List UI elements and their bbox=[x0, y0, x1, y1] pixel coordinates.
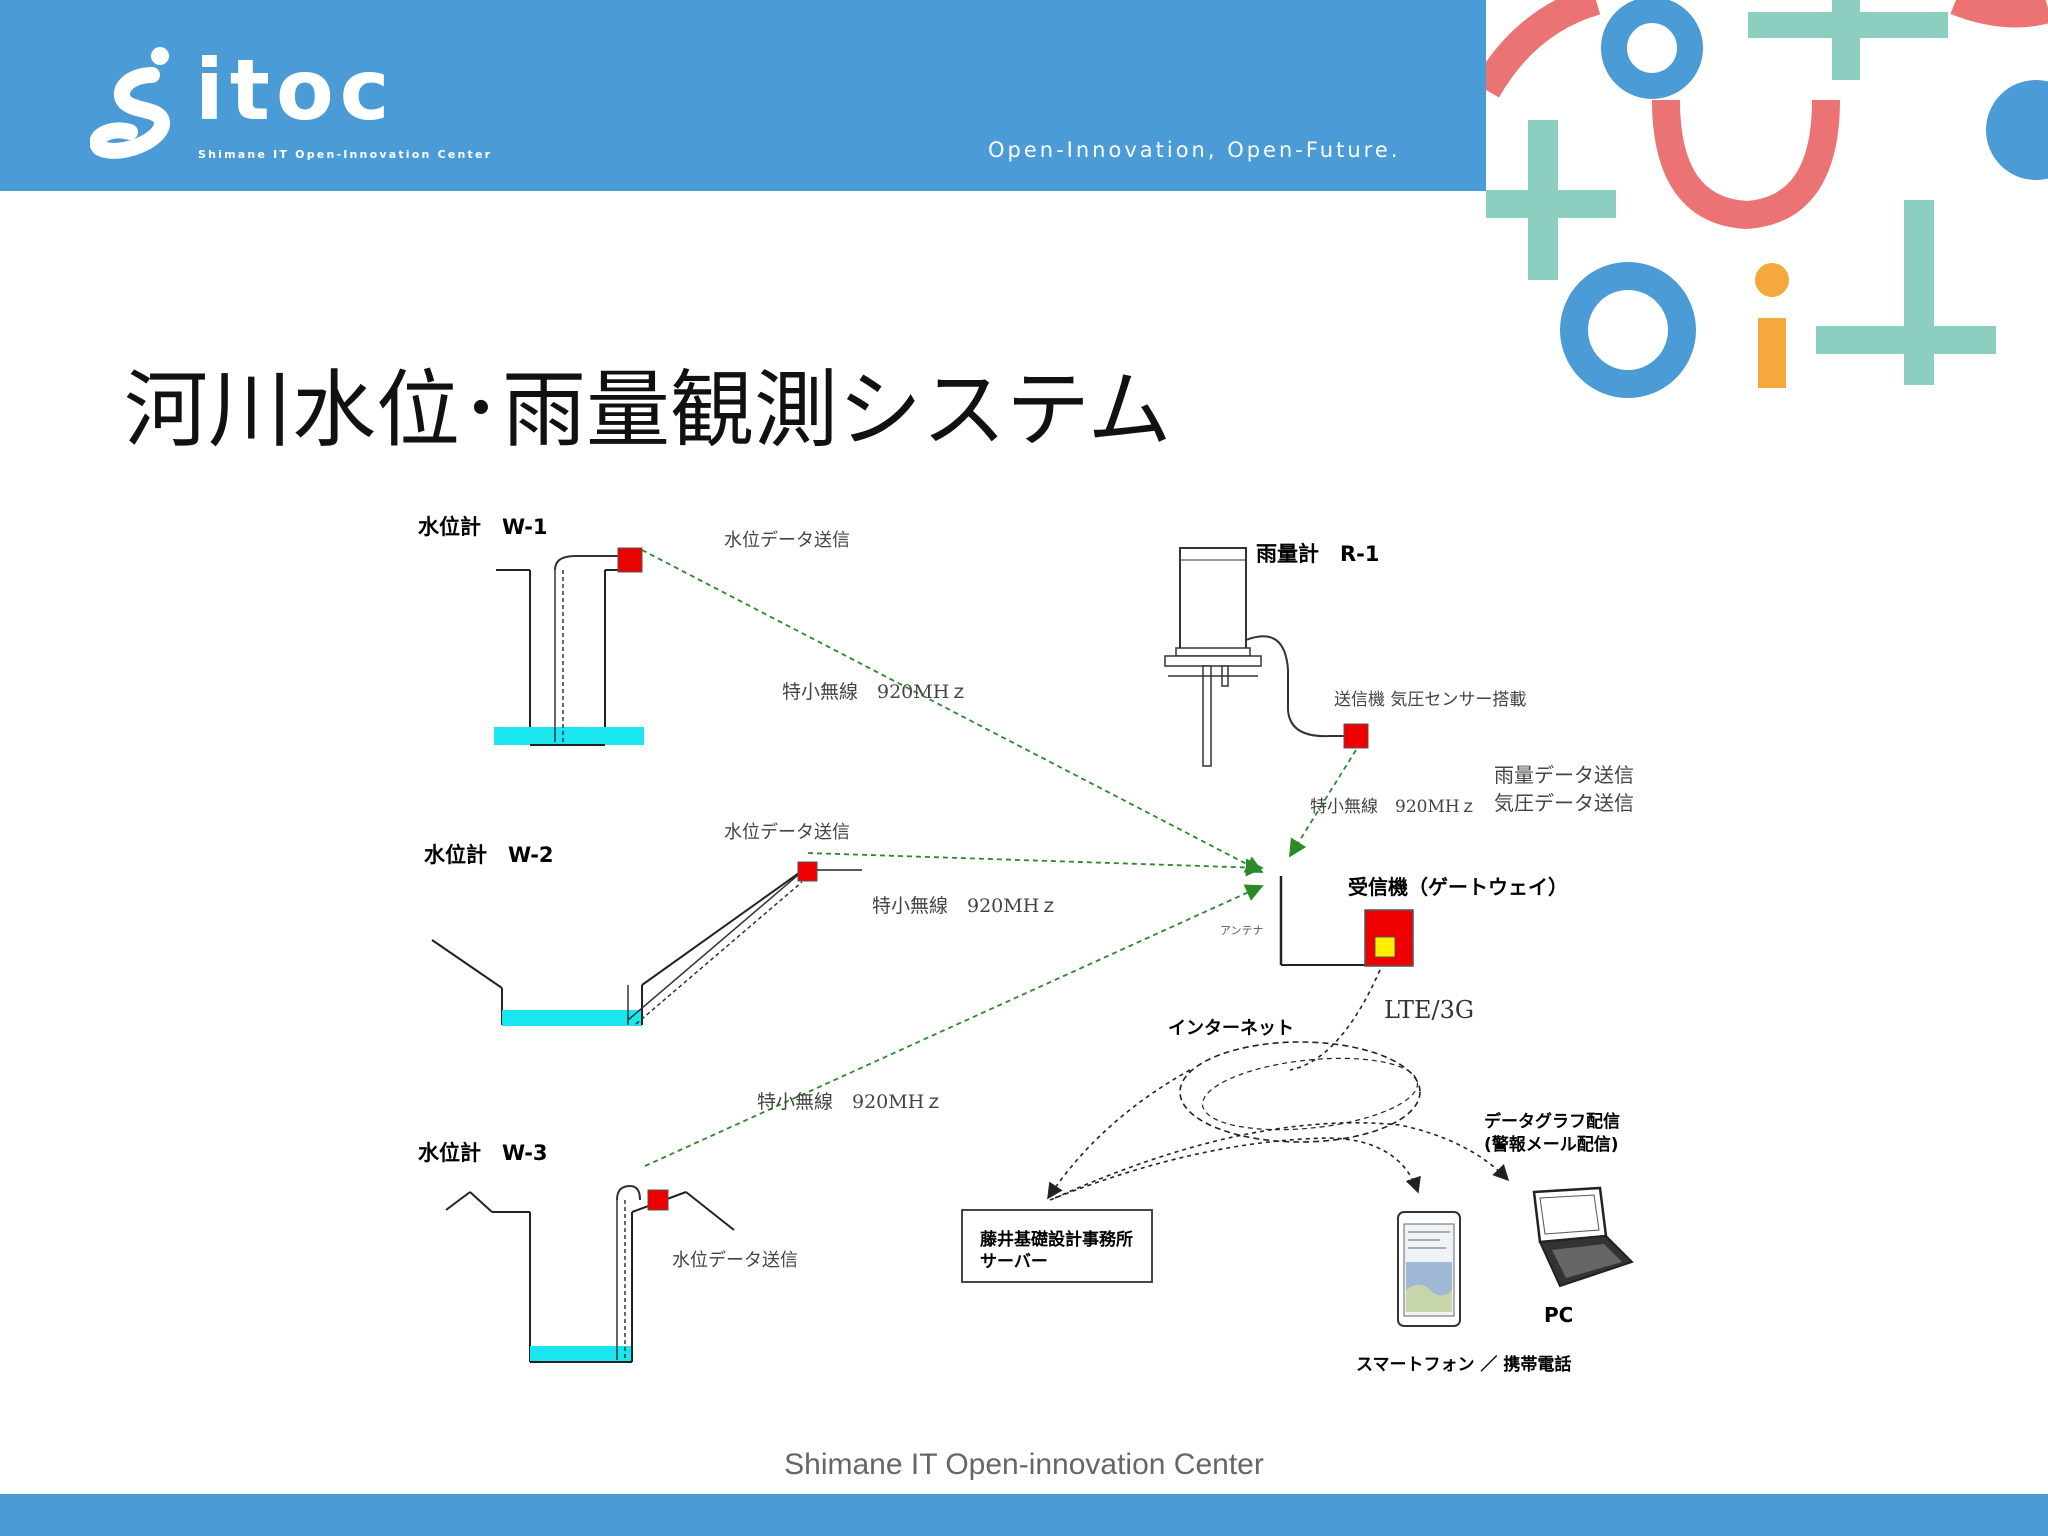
w1-radio-label: 特小無線 920MHｚ bbox=[782, 681, 968, 703]
footer-text: Shimane IT Open-innovation Center bbox=[784, 1448, 1264, 1481]
page-title: 河川水位･雨量観測システム bbox=[124, 361, 1172, 459]
r1-radio-label: 特小無線 920MHｚ bbox=[1310, 797, 1477, 817]
r1-transmitter-label: 送信機 気圧センサー搭載 bbox=[1334, 690, 1526, 710]
itoc-logo bbox=[89, 40, 530, 170]
water-gauge-w3 bbox=[445, 1184, 735, 1363]
logo-subtitle: Shimane IT Open-Innovation Center bbox=[198, 148, 493, 161]
lte-label: LTE/3G bbox=[1384, 996, 1474, 1024]
alert-mail-label: (警報メール配信) bbox=[1484, 1134, 1619, 1155]
internet-cloud bbox=[1047, 969, 1510, 1201]
pc-label: PC bbox=[1544, 1303, 1573, 1327]
antenna-label: アンテナ bbox=[1220, 924, 1264, 937]
rain-gauge-r1 bbox=[1164, 547, 1369, 767]
header-bar bbox=[0, 0, 1486, 191]
w2-label: 水位計 W-2 bbox=[424, 843, 554, 867]
smartphone-icon bbox=[1397, 1211, 1461, 1327]
pressure-data-send-label: 気圧データ送信 bbox=[1494, 791, 1634, 815]
rain-data-send-label: 雨量データ送信 bbox=[1494, 763, 1634, 787]
internet-label: インターネット bbox=[1168, 1018, 1294, 1039]
logo-text: itoc bbox=[195, 41, 396, 139]
w1-label: 水位計 W-1 bbox=[418, 515, 548, 539]
server-box bbox=[961, 1209, 1153, 1283]
w3-label: 水位計 W-3 bbox=[418, 1141, 548, 1165]
decorative-pattern bbox=[1486, 0, 2048, 398]
graph-delivery-label: データグラフ配信 bbox=[1484, 1111, 1620, 1132]
w2-send-label: 水位データ送信 bbox=[724, 822, 850, 843]
pc-laptop-icon bbox=[1532, 1186, 1634, 1288]
logo-mark-icon bbox=[89, 47, 170, 159]
water-gauge-w2 bbox=[431, 861, 862, 1026]
smartphone-label: スマートフォン ／ 携帯電話 bbox=[1356, 1354, 1571, 1375]
water-gauge-w1 bbox=[494, 547, 644, 746]
w1-send-label: 水位データ送信 bbox=[724, 530, 850, 551]
r1-label: 雨量計 R-1 bbox=[1256, 542, 1380, 566]
footer-bar bbox=[0, 1494, 2048, 1536]
header-tagline: Open-Innovation, Open-Future. bbox=[988, 138, 1401, 162]
w3-radio-label: 特小無線 920MHｚ bbox=[757, 1091, 943, 1113]
w2-radio-label: 特小無線 920MHｚ bbox=[872, 895, 1058, 917]
gateway-receiver bbox=[1279, 876, 1414, 967]
gateway-label: 受信機（ゲートウェイ） bbox=[1348, 875, 1568, 899]
server-label: サーバー bbox=[980, 1252, 1048, 1272]
w3-send-label: 水位データ送信 bbox=[672, 1250, 798, 1271]
server-name-label: 藤井基礎設計事務所 bbox=[980, 1229, 1133, 1250]
